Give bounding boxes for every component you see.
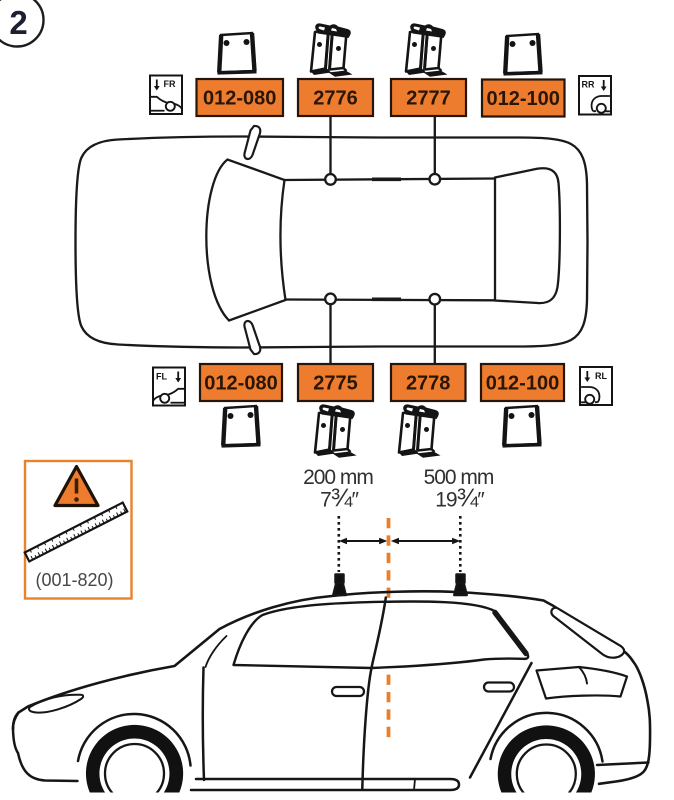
svg-text:2777: 2777 <box>406 88 451 110</box>
svg-text:500 mm: 500 mm <box>424 466 494 489</box>
svg-text:200 mm: 200 mm <box>303 466 373 489</box>
svg-text:012-100: 012-100 <box>486 88 559 110</box>
svg-text:FR: FR <box>164 79 176 89</box>
svg-text:2775: 2775 <box>313 373 358 395</box>
svg-text:RR: RR <box>582 79 595 89</box>
svg-text:012-100: 012-100 <box>486 373 559 395</box>
svg-text:RL: RL <box>595 371 607 381</box>
svg-text:012-080: 012-080 <box>204 373 277 395</box>
svg-text:2778: 2778 <box>406 373 451 395</box>
svg-text:FL: FL <box>156 371 167 381</box>
svg-text:2: 2 <box>9 4 27 41</box>
svg-text:(001-820): (001-820) <box>35 570 113 590</box>
svg-text:2776: 2776 <box>313 88 358 110</box>
svg-text:012-080: 012-080 <box>203 88 276 110</box>
